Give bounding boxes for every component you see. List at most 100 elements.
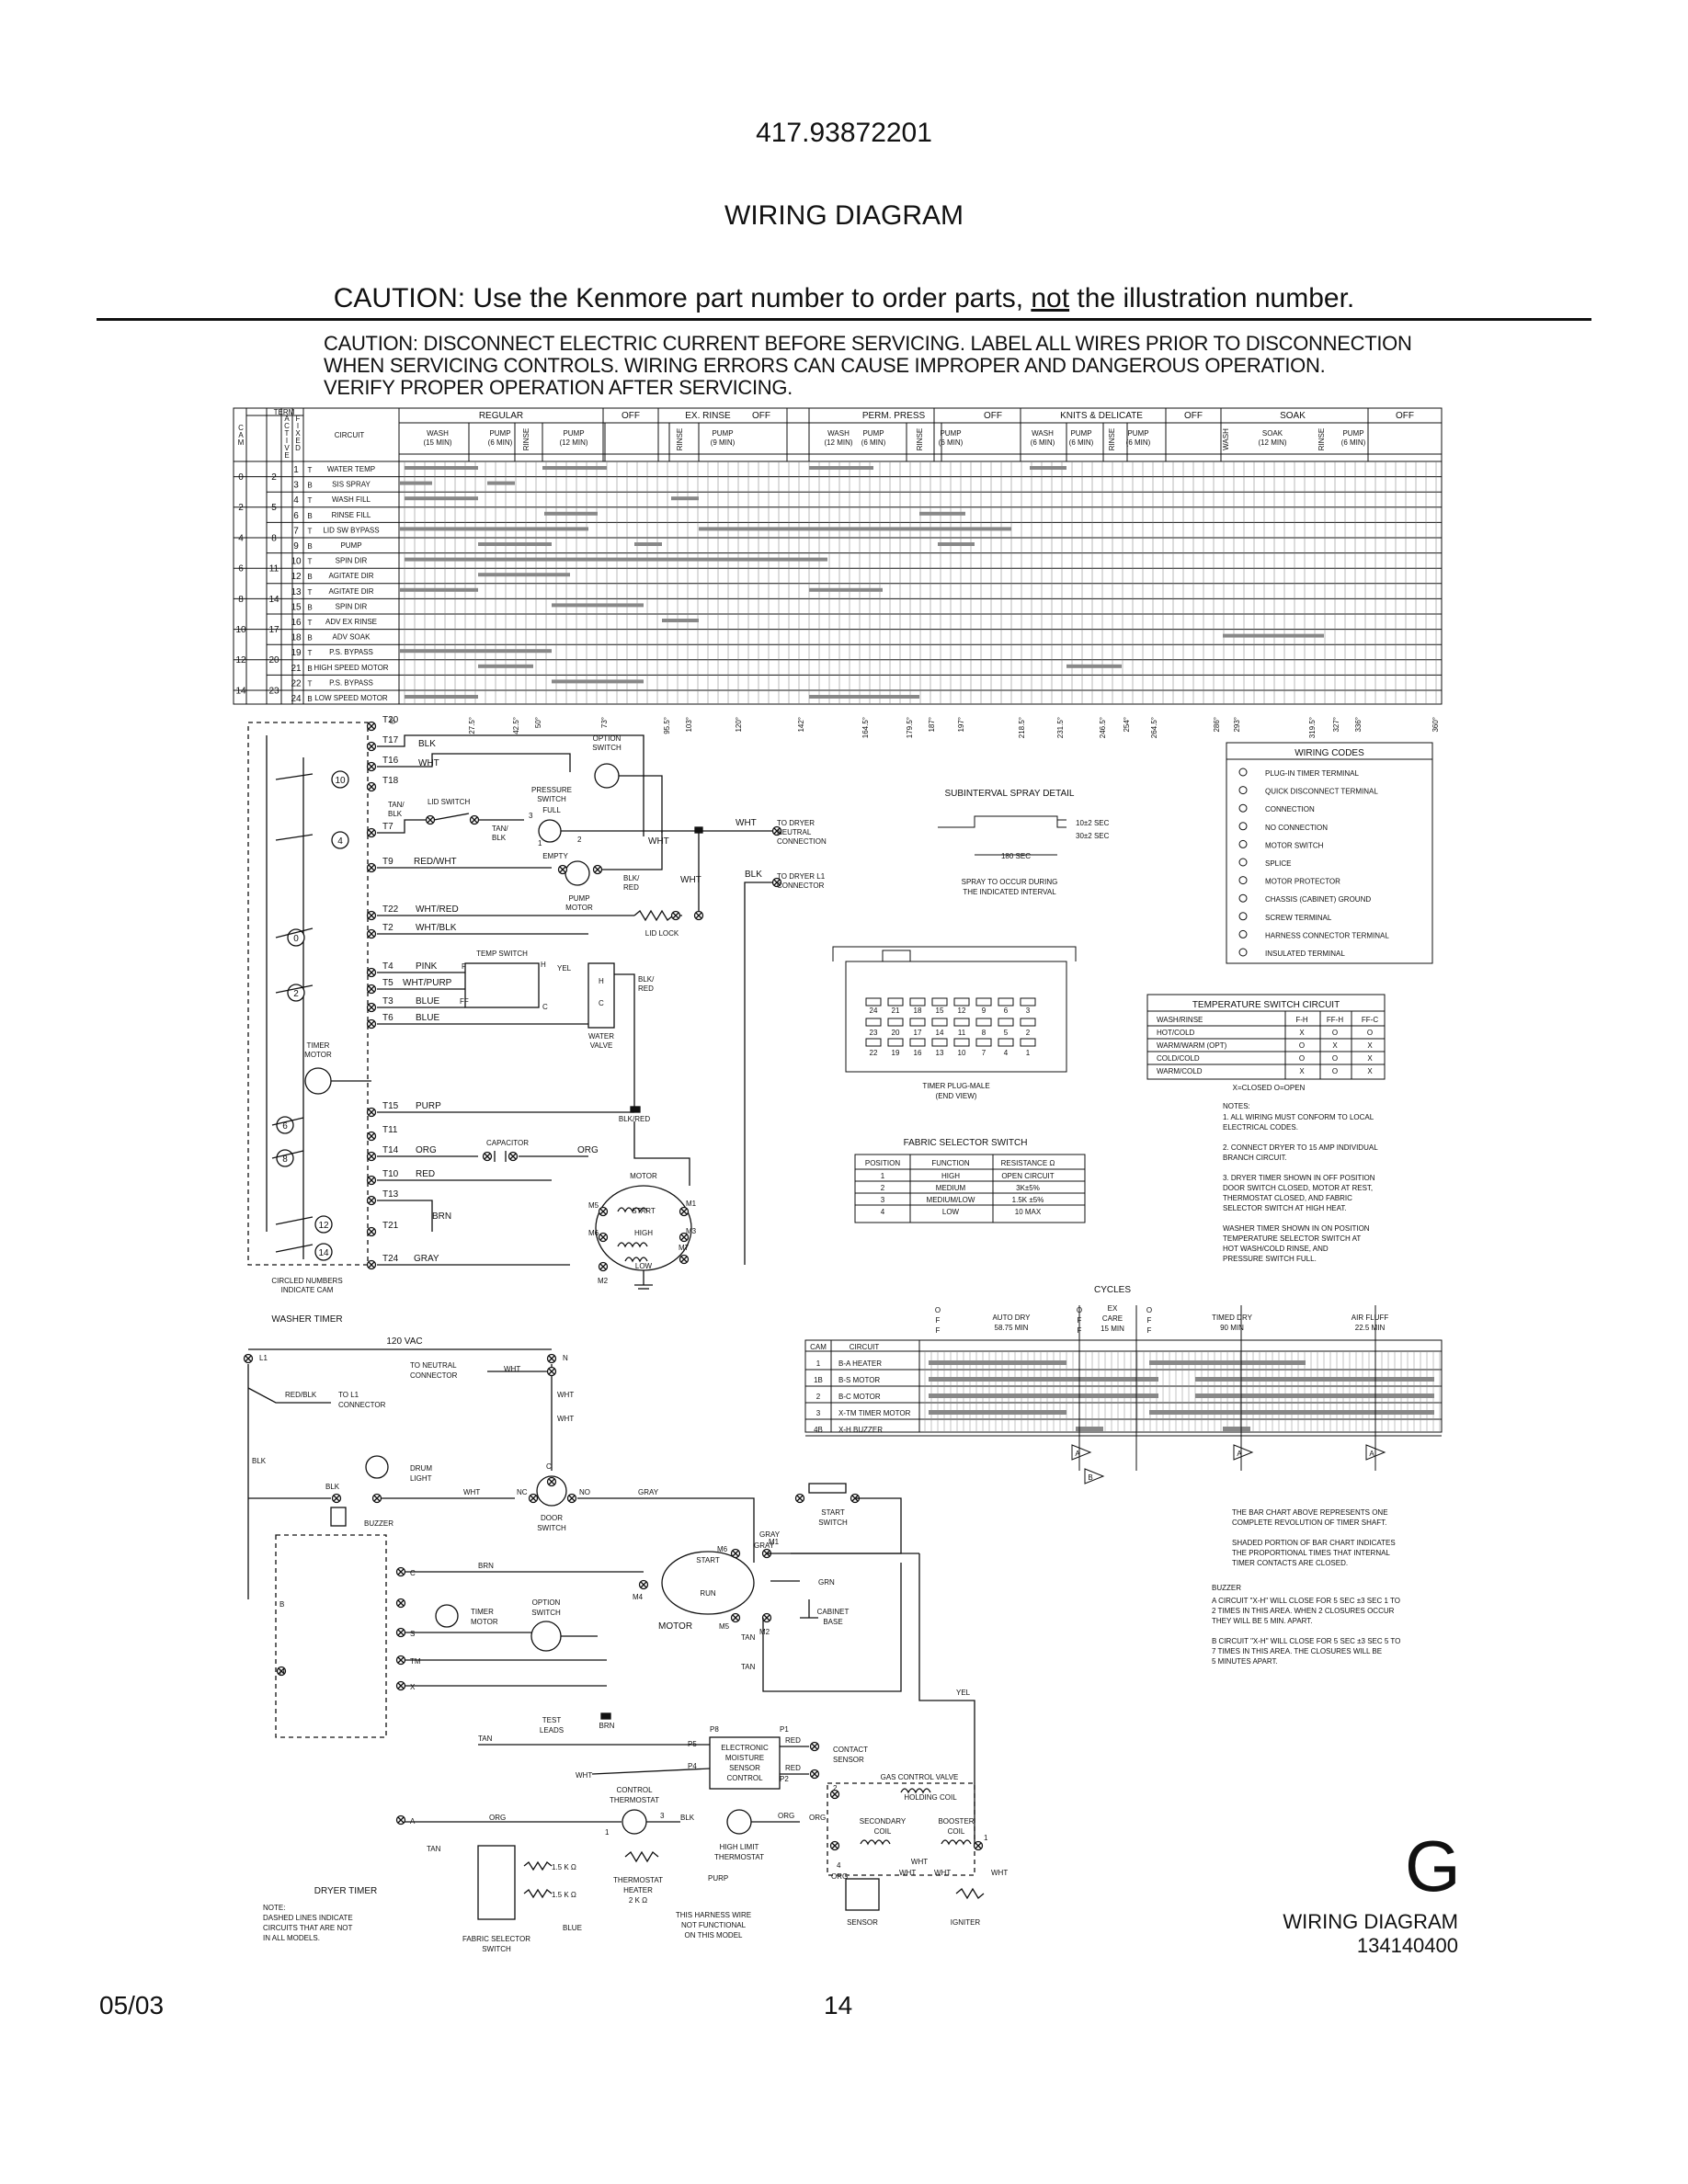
subhead-label: (6 MIN) xyxy=(1069,438,1094,447)
temp-table-cell: O xyxy=(1332,1029,1338,1037)
timer-terminal-label: H xyxy=(279,1668,285,1677)
cycle-label: AIR FLUFF xyxy=(1352,1314,1389,1322)
motor-terminal-label: M2 xyxy=(598,1277,609,1285)
cam-number: 3 xyxy=(816,1409,821,1417)
temp-table-cell: HOT/COLD xyxy=(1157,1029,1195,1037)
group-label: SOAK xyxy=(1280,411,1306,421)
service-warning: CAUTION: DISCONNECT ELECTRIC CURRENT BEF… xyxy=(324,333,1519,399)
active-header: C xyxy=(284,422,290,430)
closure-bar xyxy=(662,619,699,622)
temp-table-cell: COLD/COLD xyxy=(1157,1054,1200,1063)
group-label: OFF xyxy=(1396,411,1414,421)
cam-circuit: X-H BUZZER xyxy=(838,1426,883,1434)
fixed-header: I xyxy=(297,422,299,430)
circuit-label: AGITATE DIR xyxy=(328,587,373,596)
fabric-switch-label: FABRIC SELECTOR xyxy=(462,1935,530,1943)
wire xyxy=(762,1563,902,1692)
drum-light xyxy=(365,1455,389,1479)
wire-color: WHT xyxy=(648,836,669,847)
closure-bar xyxy=(929,1377,1158,1382)
pin-number: 5 xyxy=(1004,1029,1009,1037)
plug-pin xyxy=(975,997,992,1007)
circuit-label: SPIN DIR xyxy=(336,602,368,610)
closure-bar xyxy=(544,511,598,516)
wiring-code-symbol xyxy=(1238,929,1248,938)
degree-label: 246.5° xyxy=(1099,717,1107,738)
fixed-number: 24 xyxy=(291,694,302,704)
subhead-label: (12 MIN) xyxy=(1258,438,1286,447)
chart-frame xyxy=(233,407,1443,705)
terminal-x xyxy=(548,1478,555,1485)
circled-numbers-note: INDICATE CAM xyxy=(281,1286,334,1294)
subhead-label: WASH xyxy=(1222,428,1230,450)
terminal-x xyxy=(427,816,434,824)
active-header: I xyxy=(286,437,288,445)
warning-line-3: VERIFY PROPER OPERATION AFTER SERVICING. xyxy=(324,376,793,399)
header-rule xyxy=(97,318,1591,321)
option-switch-label: SWITCH xyxy=(592,744,622,752)
splice xyxy=(600,1712,611,1720)
cam-circuit: X-TM TIMER MOTOR xyxy=(838,1409,911,1417)
temp-table-cell: X xyxy=(1367,1054,1373,1063)
subhead-label: (6 MIN) xyxy=(861,438,886,447)
active-number: 5 xyxy=(271,503,277,513)
terminal-x xyxy=(368,722,375,730)
note-line: 2. CONNECT DRYER TO 15 AMP INDIVIDUAL xyxy=(1223,1143,1378,1152)
resistor-1-label: 1.5 K Ω xyxy=(552,1863,576,1871)
terminal-x xyxy=(397,1599,405,1607)
terminal-x xyxy=(599,1208,607,1215)
circuit-label: PUMP xyxy=(340,541,361,550)
wire-color: BLUE xyxy=(563,1924,582,1932)
closure-bar xyxy=(1076,1427,1103,1431)
cycle-off-label: F xyxy=(1147,1326,1152,1335)
closure-bar xyxy=(542,466,607,470)
terminal-x xyxy=(975,1842,982,1849)
drum-light-label: LIGHT xyxy=(410,1474,432,1483)
fabric-table-cell: 4 xyxy=(881,1208,885,1216)
low-label: LOW xyxy=(635,1262,653,1270)
pin-number: 7 xyxy=(982,1049,987,1057)
wire-color: ORG xyxy=(831,1872,848,1881)
cam-number-cell: 6 xyxy=(238,564,244,574)
plug-pin xyxy=(931,997,948,1007)
terminal-x xyxy=(368,1261,375,1268)
dryer-timer-label: DRYER TIMER xyxy=(314,1886,378,1896)
cam-circuit: B-A HEATER xyxy=(838,1359,882,1368)
dryer-note-line: IN ALL MODELS. xyxy=(263,1934,320,1942)
wiring-codes-title: WIRING CODES xyxy=(1295,748,1364,758)
timer-contact xyxy=(275,834,314,841)
gas-valve-label: GAS CONTROL VALVE xyxy=(881,1773,959,1781)
pin: FF xyxy=(460,997,469,1006)
footer-diagram-label: WIRING DIAGRAM xyxy=(1283,1910,1458,1933)
wire-color: BLK xyxy=(325,1483,340,1491)
buzzer-marker xyxy=(1071,1444,1092,1461)
wire-color: BLUE xyxy=(416,996,439,1007)
subhead-label: SOAK xyxy=(1262,429,1283,438)
cycle-off-label: F xyxy=(936,1326,941,1335)
terminal-x xyxy=(568,1495,576,1502)
wire-color: GRN xyxy=(818,1578,835,1587)
timer-terminal-label: S xyxy=(410,1630,415,1638)
subhead-label: (6 MIN) xyxy=(488,438,513,447)
timer-motor xyxy=(435,1604,459,1628)
subhead-label: WASH xyxy=(1032,429,1054,438)
wire-color: BLK/ xyxy=(623,874,640,882)
wiring-code-symbol xyxy=(1238,876,1248,885)
washer-timer-outline xyxy=(247,722,369,1266)
wiring-code-symbol xyxy=(1238,912,1248,921)
plug-pin xyxy=(909,1038,926,1047)
closure-bar xyxy=(552,603,644,608)
pin: C xyxy=(542,1003,548,1011)
voltage-label: 120 VAC xyxy=(386,1337,422,1347)
wire-color: BLK/ xyxy=(638,975,655,984)
fabric-table-cell: 1 xyxy=(881,1172,885,1180)
capacitor-label: CAPACITOR xyxy=(486,1139,529,1147)
temp-table-cell: O xyxy=(1299,1041,1305,1050)
cam-circle xyxy=(331,770,349,789)
plug-pin xyxy=(998,1018,1014,1027)
wire-color: WHT xyxy=(991,1869,1008,1877)
cam-number: 6 xyxy=(282,1121,288,1132)
cycle-label: 15 MIN xyxy=(1101,1325,1124,1333)
marker-letter: A xyxy=(1075,1450,1080,1458)
